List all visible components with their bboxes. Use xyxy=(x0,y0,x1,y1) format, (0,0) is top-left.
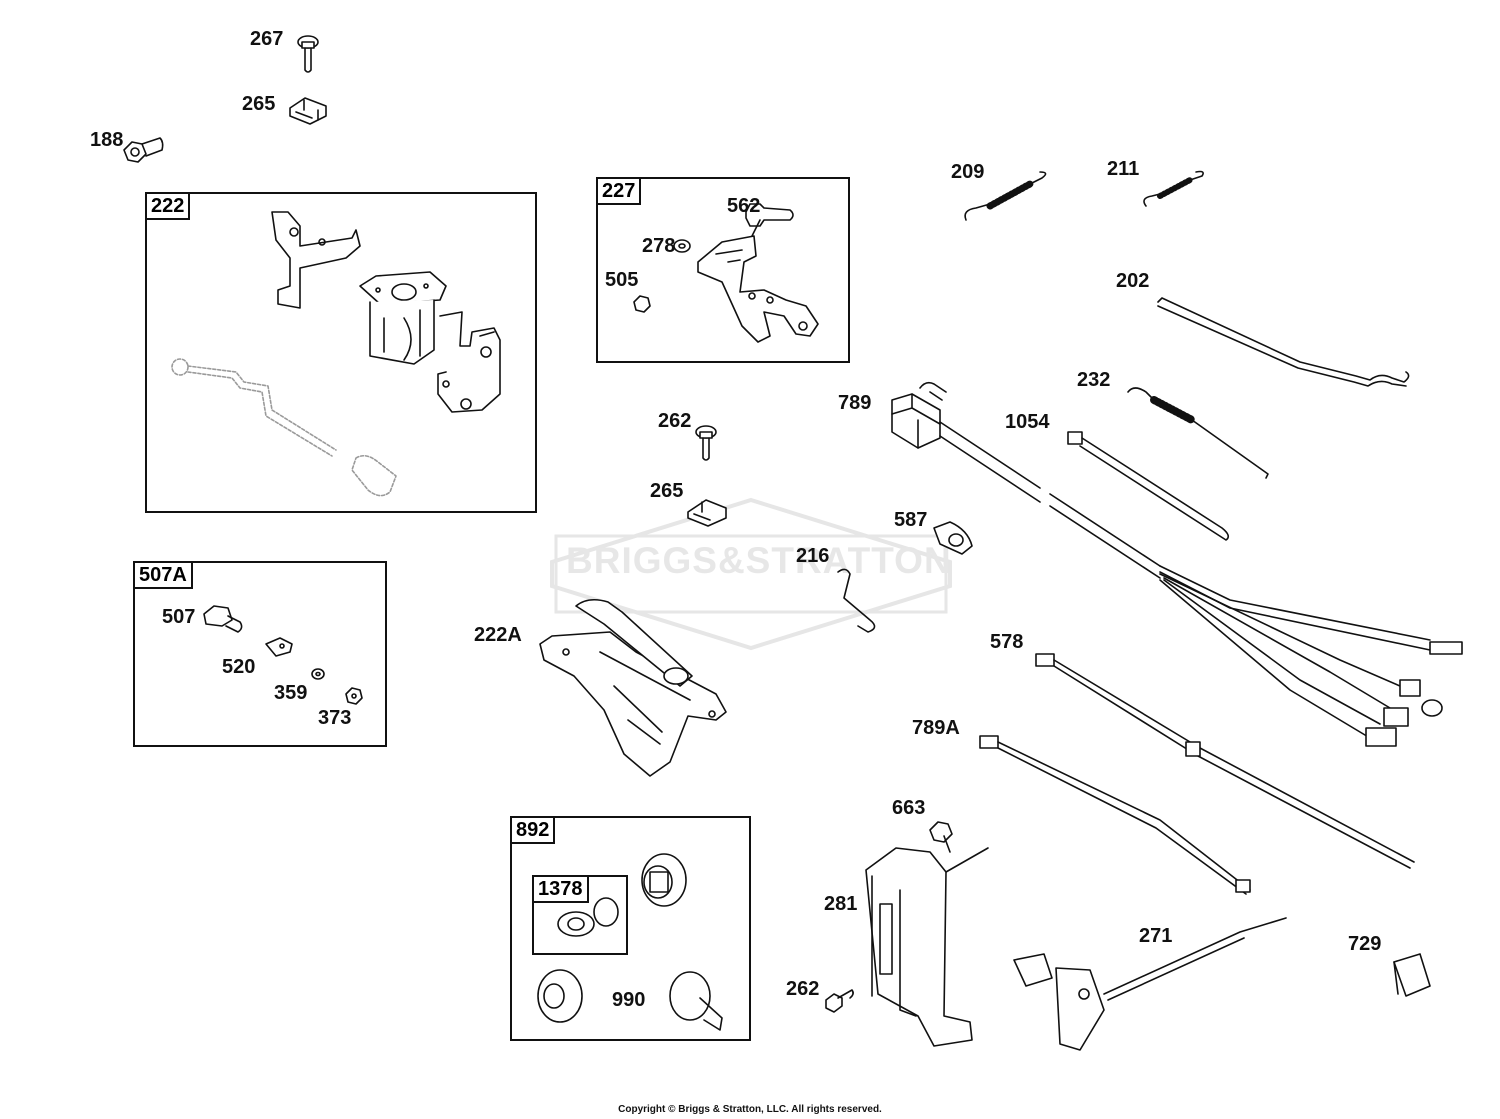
group-227-tag[interactable]: 227 xyxy=(596,177,642,205)
callout-216[interactable]: 216 xyxy=(796,545,830,567)
callout-789[interactable]: 789 xyxy=(838,392,872,414)
callout-578[interactable]: 578 xyxy=(990,631,1024,653)
cable-271-drawing xyxy=(1013,917,1287,1051)
callout-267[interactable]: 267 xyxy=(250,28,284,50)
callout-729[interactable]: 729 xyxy=(1348,933,1382,955)
cable-tie-1054-drawing xyxy=(1067,431,1230,541)
bracket-222-drawing xyxy=(171,211,501,497)
callout-202[interactable]: 202 xyxy=(1116,270,1150,292)
callout-262-mid[interactable]: 262 xyxy=(658,410,692,432)
group-507A-box: 507A xyxy=(133,561,387,747)
group-227-box: 227 xyxy=(596,177,850,363)
callout-209[interactable]: 209 xyxy=(951,161,985,183)
wire-578-drawing xyxy=(1035,653,1415,869)
rod-216-drawing xyxy=(837,568,876,633)
callout-663[interactable]: 663 xyxy=(892,797,926,819)
clip-265-mid-drawing xyxy=(687,499,727,527)
bolt-188-drawing xyxy=(123,137,164,163)
callout-232[interactable]: 232 xyxy=(1077,369,1111,391)
group-892-box: 892 xyxy=(510,816,751,1041)
callout-271[interactable]: 271 xyxy=(1139,925,1173,947)
callout-262-low[interactable]: 262 xyxy=(786,978,820,1000)
throttle-222A-drawing xyxy=(539,598,727,777)
group-1378-tag[interactable]: 1378 xyxy=(532,875,589,903)
callout-562[interactable]: 562 xyxy=(727,195,761,217)
clamp-587-drawing xyxy=(933,521,973,555)
bracket-281-drawing xyxy=(865,847,989,1047)
callout-278[interactable]: 278 xyxy=(642,235,676,257)
callout-222A[interactable]: 222A xyxy=(474,624,522,646)
clip-265-drawing xyxy=(289,97,327,125)
wire-789A-drawing xyxy=(979,735,1251,895)
bolt-267-drawing xyxy=(297,35,319,73)
callout-265-top[interactable]: 265 xyxy=(242,93,276,115)
callout-359[interactable]: 359 xyxy=(274,682,308,704)
bolt-262-low-drawing xyxy=(825,989,854,1013)
callout-281[interactable]: 281 xyxy=(824,893,858,915)
rod-202-drawing xyxy=(1157,297,1410,387)
callout-789A[interactable]: 789A xyxy=(912,717,960,739)
callout-505[interactable]: 505 xyxy=(605,269,639,291)
callout-1054[interactable]: 1054 xyxy=(1005,411,1050,433)
bolt-663-drawing xyxy=(929,821,953,853)
group-1378-box: 1378 xyxy=(532,875,628,955)
brand-watermark-outline xyxy=(550,497,952,651)
switch-507-drawing xyxy=(203,605,243,633)
callout-990[interactable]: 990 xyxy=(612,989,646,1011)
spring-232-drawing xyxy=(1127,387,1269,479)
bracket-227-drawing xyxy=(633,203,819,343)
spring-211-drawing xyxy=(1143,170,1204,207)
key-990-drawing xyxy=(669,971,723,1031)
link-rod-ghost xyxy=(171,358,397,497)
nut-373-drawing xyxy=(345,687,363,705)
nut-1378-drawing xyxy=(557,897,619,937)
key-cap-drawing xyxy=(537,969,583,1023)
group-222-box: 222 xyxy=(145,192,537,513)
callout-265-mid[interactable]: 265 xyxy=(650,480,684,502)
callout-507[interactable]: 507 xyxy=(162,606,196,628)
bolt-262-mid-drawing xyxy=(695,425,717,461)
callout-211[interactable]: 211 xyxy=(1107,158,1140,180)
callout-520[interactable]: 520 xyxy=(222,656,256,678)
copyright-notice: Copyright © Briggs & Stratton, LLC. All … xyxy=(618,1104,882,1115)
brand-watermark-text: BRIGGS&STRATTON xyxy=(566,540,952,581)
callout-188[interactable]: 188 xyxy=(90,129,124,151)
callout-373[interactable]: 373 xyxy=(318,707,352,729)
washer-359-drawing xyxy=(311,668,325,680)
group-892-tag[interactable]: 892 xyxy=(510,816,556,844)
callout-587[interactable]: 587 xyxy=(894,509,928,531)
spring-209-drawing xyxy=(964,171,1047,221)
group-222-tag[interactable]: 222 xyxy=(145,192,191,220)
cap-729-drawing xyxy=(1393,953,1431,997)
harness-789-drawing xyxy=(891,381,1463,747)
switch-housing-892-drawing xyxy=(641,853,687,907)
group-507A-tag[interactable]: 507A xyxy=(133,561,193,589)
terminal-520-drawing xyxy=(265,637,293,657)
